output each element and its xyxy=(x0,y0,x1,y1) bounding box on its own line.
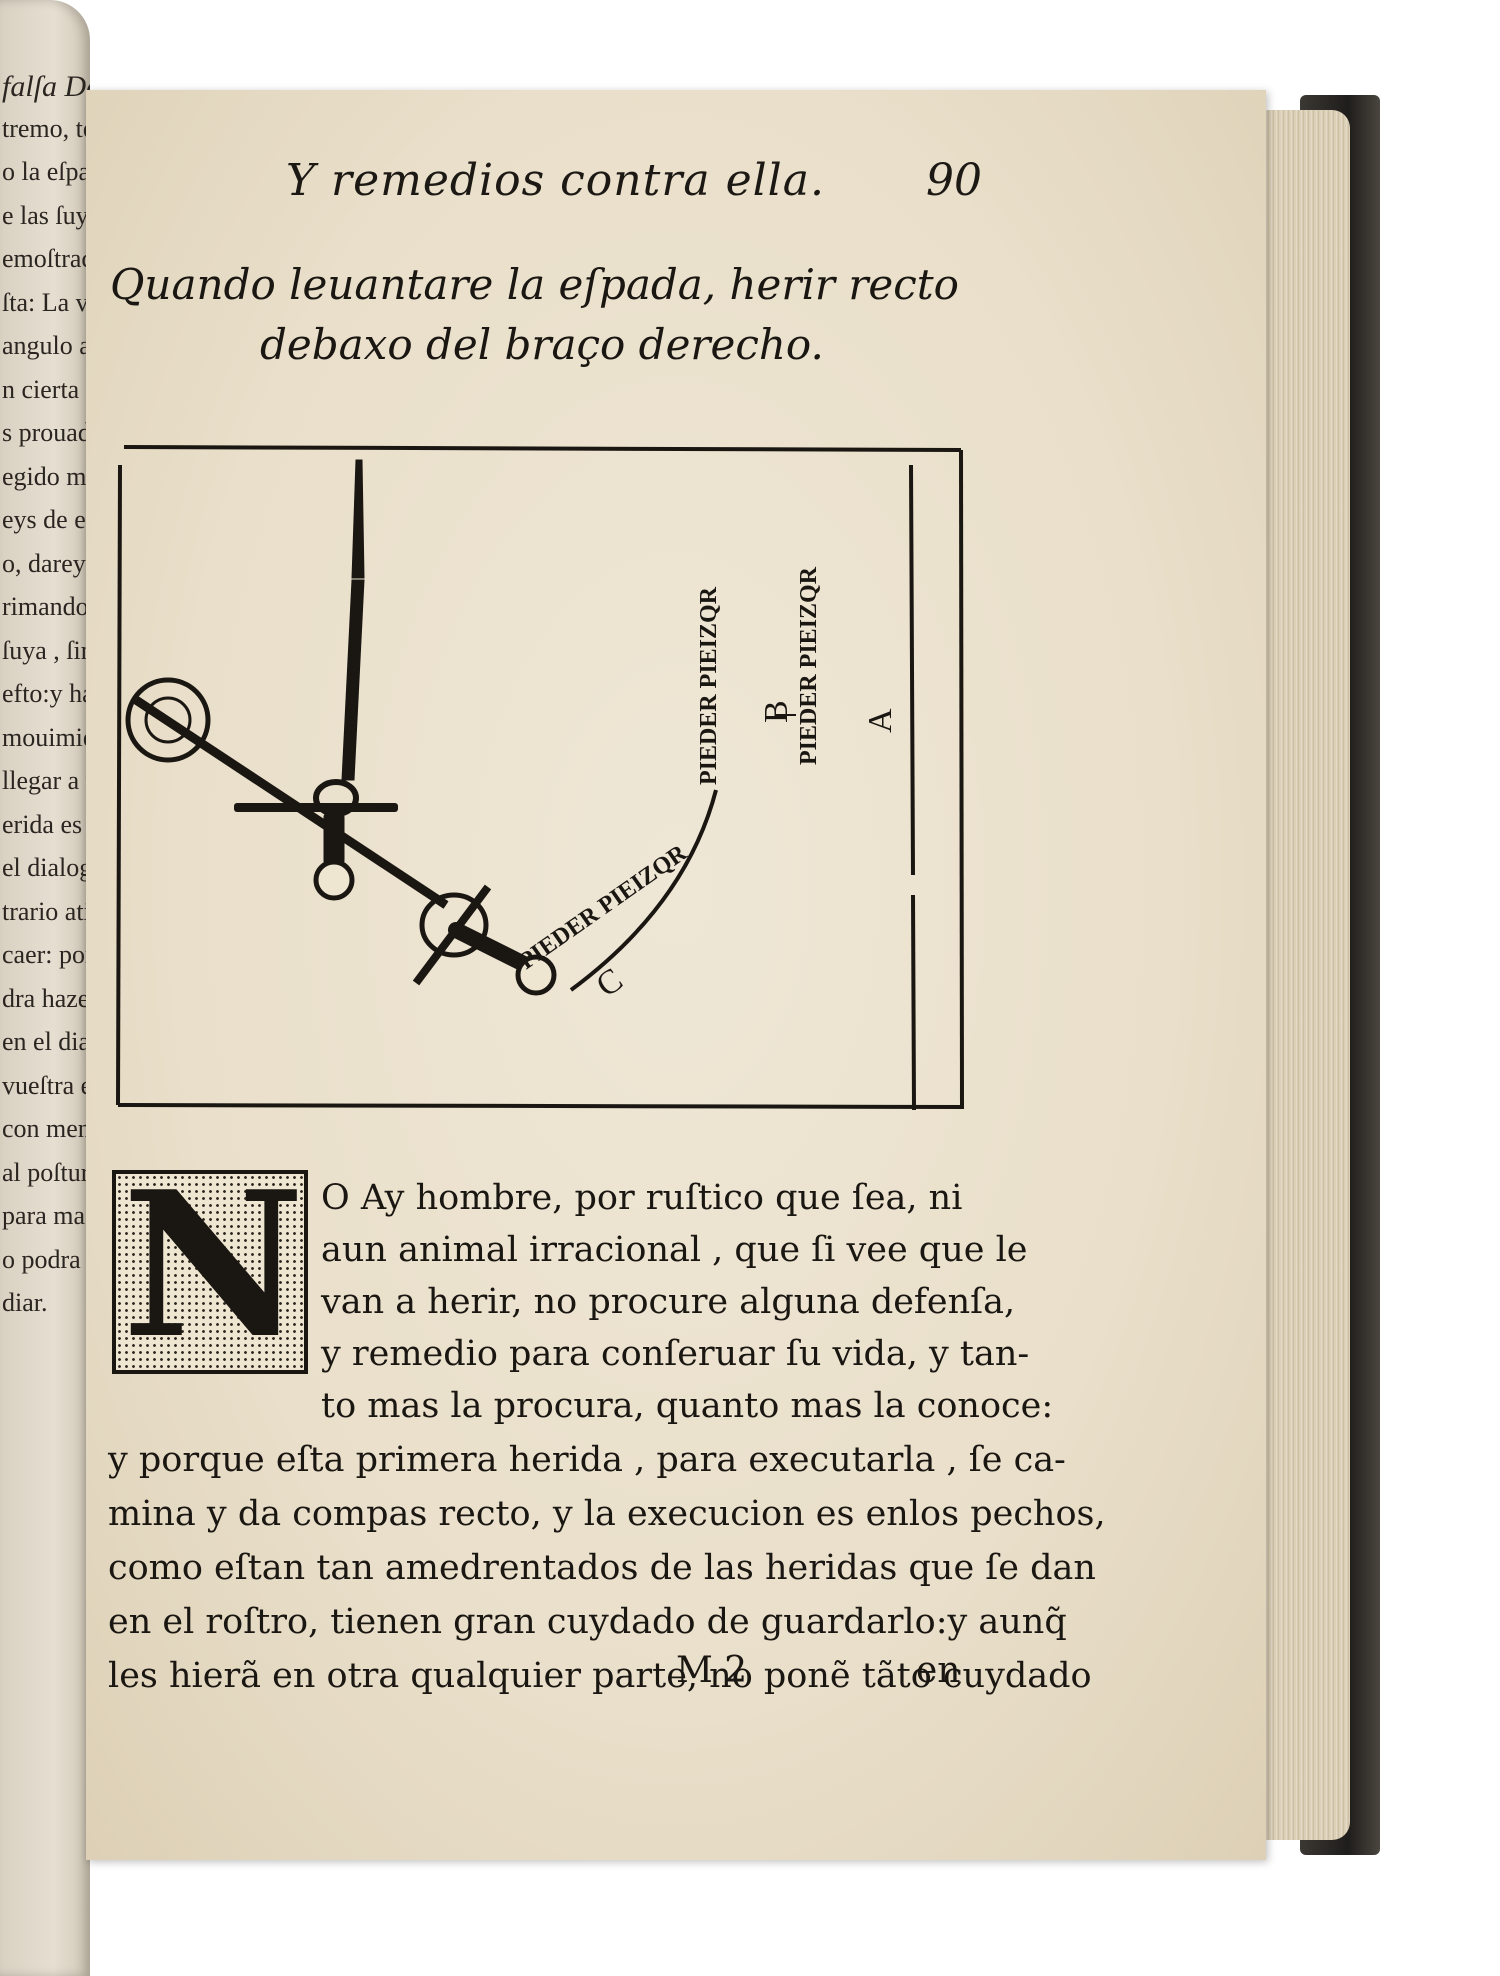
signature-mark: M 2 xyxy=(676,1650,748,1691)
step-path xyxy=(569,789,718,992)
left-page-line: angulo agud xyxy=(2,331,90,360)
right-page: Y remedios contra ella. 90 Quando leuant… xyxy=(86,90,1266,1860)
initial-letter: N xyxy=(122,1148,305,1383)
label-a: PIEDER PIEIZQR xyxy=(796,566,822,765)
left-page-line: diar. xyxy=(2,1288,48,1317)
body-line: en el roſtro, tienen gran cuydado de gua… xyxy=(108,1602,1067,1642)
body-line: y porque eſta primera herida , para exec… xyxy=(108,1440,1066,1480)
left-page-line: dra hazer la xyxy=(2,983,90,1013)
left-page-line: s prouado, q xyxy=(2,418,90,447)
left-page-line: para mas xyxy=(2,1201,90,1230)
left-page-line: mouimiento d xyxy=(2,722,90,752)
label-b: PIEDER PIEIZQR xyxy=(696,586,722,785)
running-head: Y remedios contra ella. xyxy=(286,155,825,206)
left-page-line: vueſtra eſpa xyxy=(2,1070,90,1100)
catchword: en xyxy=(916,1650,961,1691)
page-number: 90 xyxy=(926,155,982,206)
left-page-line: caer: por o xyxy=(2,940,90,969)
left-page-line: o, dareys h xyxy=(2,548,90,578)
left-page-line: trario atin xyxy=(2,896,90,926)
left-page: falſa Deſ tremo, teni o la eſpada co e las … xyxy=(0,0,90,1976)
body-line: to mas la procura, quanto mas la conoce: xyxy=(321,1386,1054,1426)
diagram-frame xyxy=(116,445,965,1111)
section-heading: Quando leuantare la eſpada, herir recto … xyxy=(110,255,1010,375)
heading-line-1: Quando leuantare la eſpada, herir recto xyxy=(110,260,959,309)
left-page-line: ſta: La vna xyxy=(2,287,90,317)
letter-b: B xyxy=(758,700,795,723)
label-c: PIEDER PIEIZQR xyxy=(515,840,693,975)
left-page-line: llegar a vn p xyxy=(2,766,90,795)
body-line: les hierã en otra qualquier parte, no po… xyxy=(108,1656,1092,1696)
body-line: y remedio para conſeruar ſu vida, y tan- xyxy=(321,1334,1030,1374)
left-page-line: falſa Deſ xyxy=(2,70,90,103)
diagonal-sword xyxy=(125,677,557,996)
left-page-line: tremo, teni xyxy=(2,113,90,143)
left-page-line: con menos m xyxy=(2,1114,90,1143)
left-page-line: emoſtracion xyxy=(2,244,90,273)
heading-line-2: debaxo del braço derecho. xyxy=(260,320,824,369)
left-page-line: al poſtura xyxy=(2,1157,90,1187)
left-page-line: el dialogo ſe xyxy=(2,853,90,882)
body-line: como eſtan tan amedrentados de las herid… xyxy=(108,1548,1096,1588)
left-page-line: o la eſpada co xyxy=(2,157,90,186)
letter-c: C xyxy=(590,961,630,1004)
left-page-line: o podra xyxy=(2,1244,81,1274)
body-line: O Ay hombre, por ruſtico que ſea, ni xyxy=(321,1178,963,1218)
left-page-line: efto:y ha de xyxy=(2,679,90,708)
left-page-line: e las ſuyas, xyxy=(2,200,90,230)
body-line: mina y da compas recto, y la execucion e… xyxy=(108,1494,1106,1534)
body-line: van a herir, no procure alguna defenſa, xyxy=(321,1282,1016,1322)
left-page-line: egido medio xyxy=(2,461,90,491)
letter-a: A xyxy=(862,708,899,733)
left-page-line: n cierta form xyxy=(2,374,90,404)
body-line: aun animal irracional , que ſi vee que l… xyxy=(321,1230,1028,1270)
vertical-sword xyxy=(234,459,398,901)
left-page-line: eys de eleg xyxy=(2,505,90,534)
decorated-initial: N xyxy=(112,1156,308,1376)
fencing-diagram: PIEDER PIEIZQR A PIEDER PIEIZQR B PIEDER… xyxy=(116,445,965,1111)
left-page-line: en el dialogo xyxy=(2,1027,90,1056)
left-page-line: ſuya , ſin do xyxy=(2,635,90,665)
left-page-line: rimando la fu xyxy=(2,592,90,621)
left-page-line: erida es la q xyxy=(2,809,90,839)
